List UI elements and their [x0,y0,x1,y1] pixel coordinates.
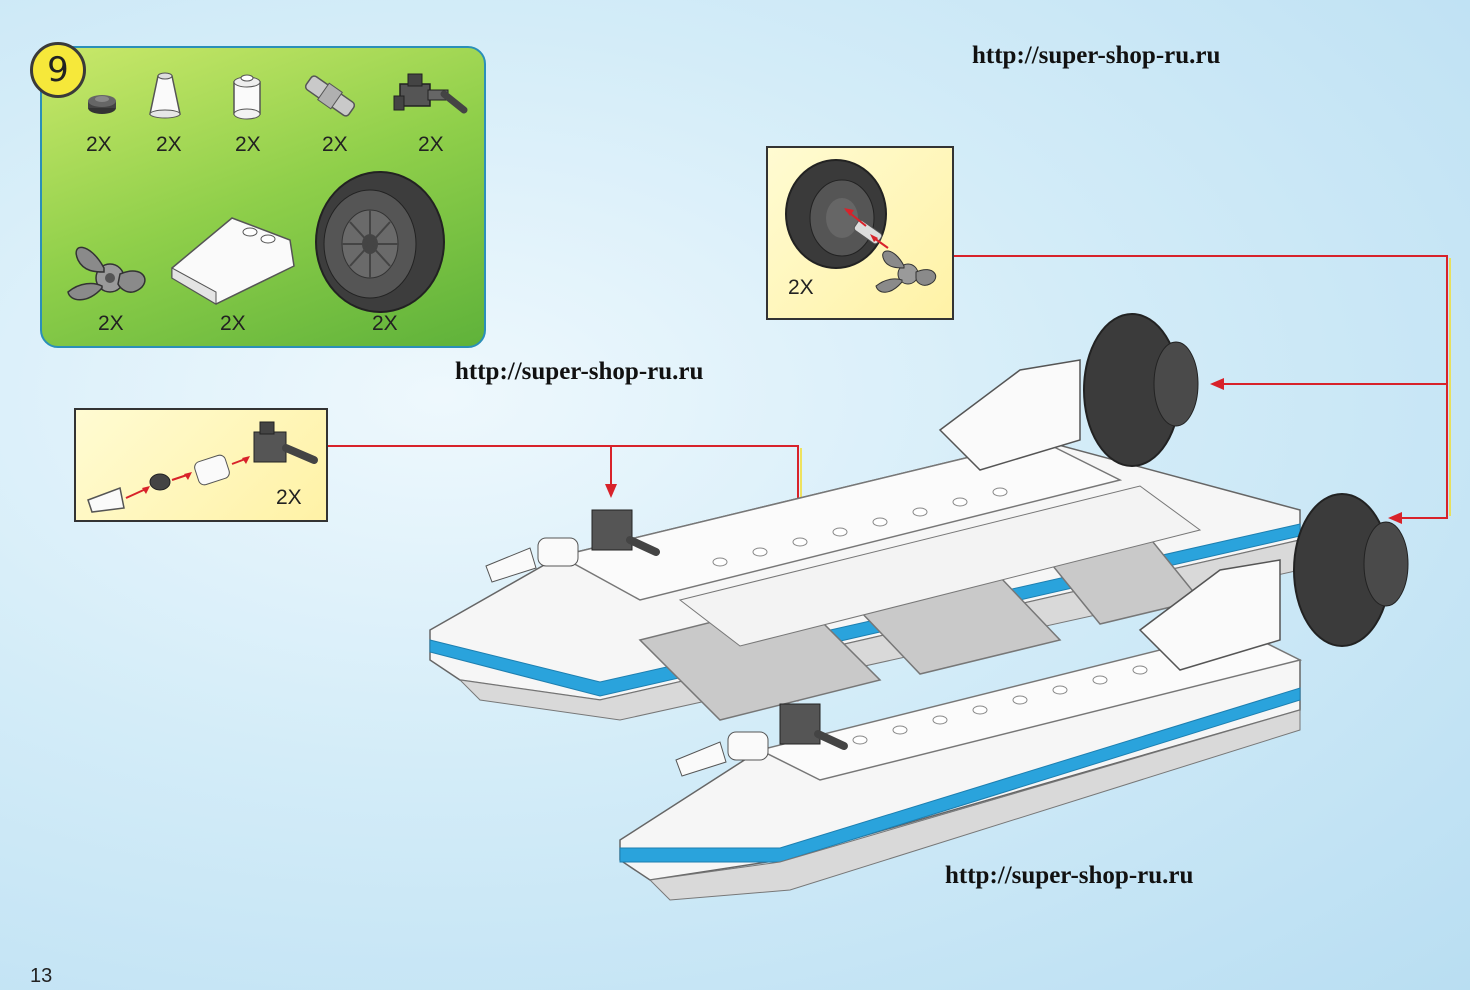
catamaran-model [429,313,1409,901]
deck-studs [712,487,1148,745]
callout-wheel-propeller-illustration [785,159,937,293]
stern-engines [938,313,1409,671]
rear-deck [557,439,1202,647]
part-qty-propeller: 2X [98,312,124,335]
cone-icon [149,72,181,119]
part-qty-round-brick: 2X [235,133,261,156]
page-number: 13 [30,965,53,987]
slope-brick-icon [171,217,295,305]
watermark-middle: http://super-shop-ru.ru [455,358,704,385]
watermark-top-right: http://super-shop-ru.ru [972,42,1221,69]
propeller-icon [67,246,146,301]
part-qty-round-plate: 2X [86,133,112,156]
hull-front [619,629,1303,901]
round-plate-icon [88,95,116,114]
wheel-icon [315,171,445,313]
watermark-bottom-right: http://super-shop-ru.ru [945,862,1194,889]
parts-illustrations [67,72,468,313]
axle-connector-icon [304,75,356,117]
part-qty-bracket: 2X [418,133,444,156]
part-qty-axle-connector: 2X [322,133,348,156]
round-brick-icon [233,74,261,120]
callout-engine-assembly-illustration [87,421,318,513]
part-qty-cone: 2X [156,133,182,156]
callout-top-qty: 2X [788,276,814,299]
callout-left-qty: 2X [276,486,302,509]
part-qty-slope-brick: 2X [220,312,246,335]
bow-engines [485,509,848,777]
part-qty-wheel: 2X [372,312,398,335]
bracket-icon [393,73,468,114]
step-number-badge: 9 [30,42,86,98]
